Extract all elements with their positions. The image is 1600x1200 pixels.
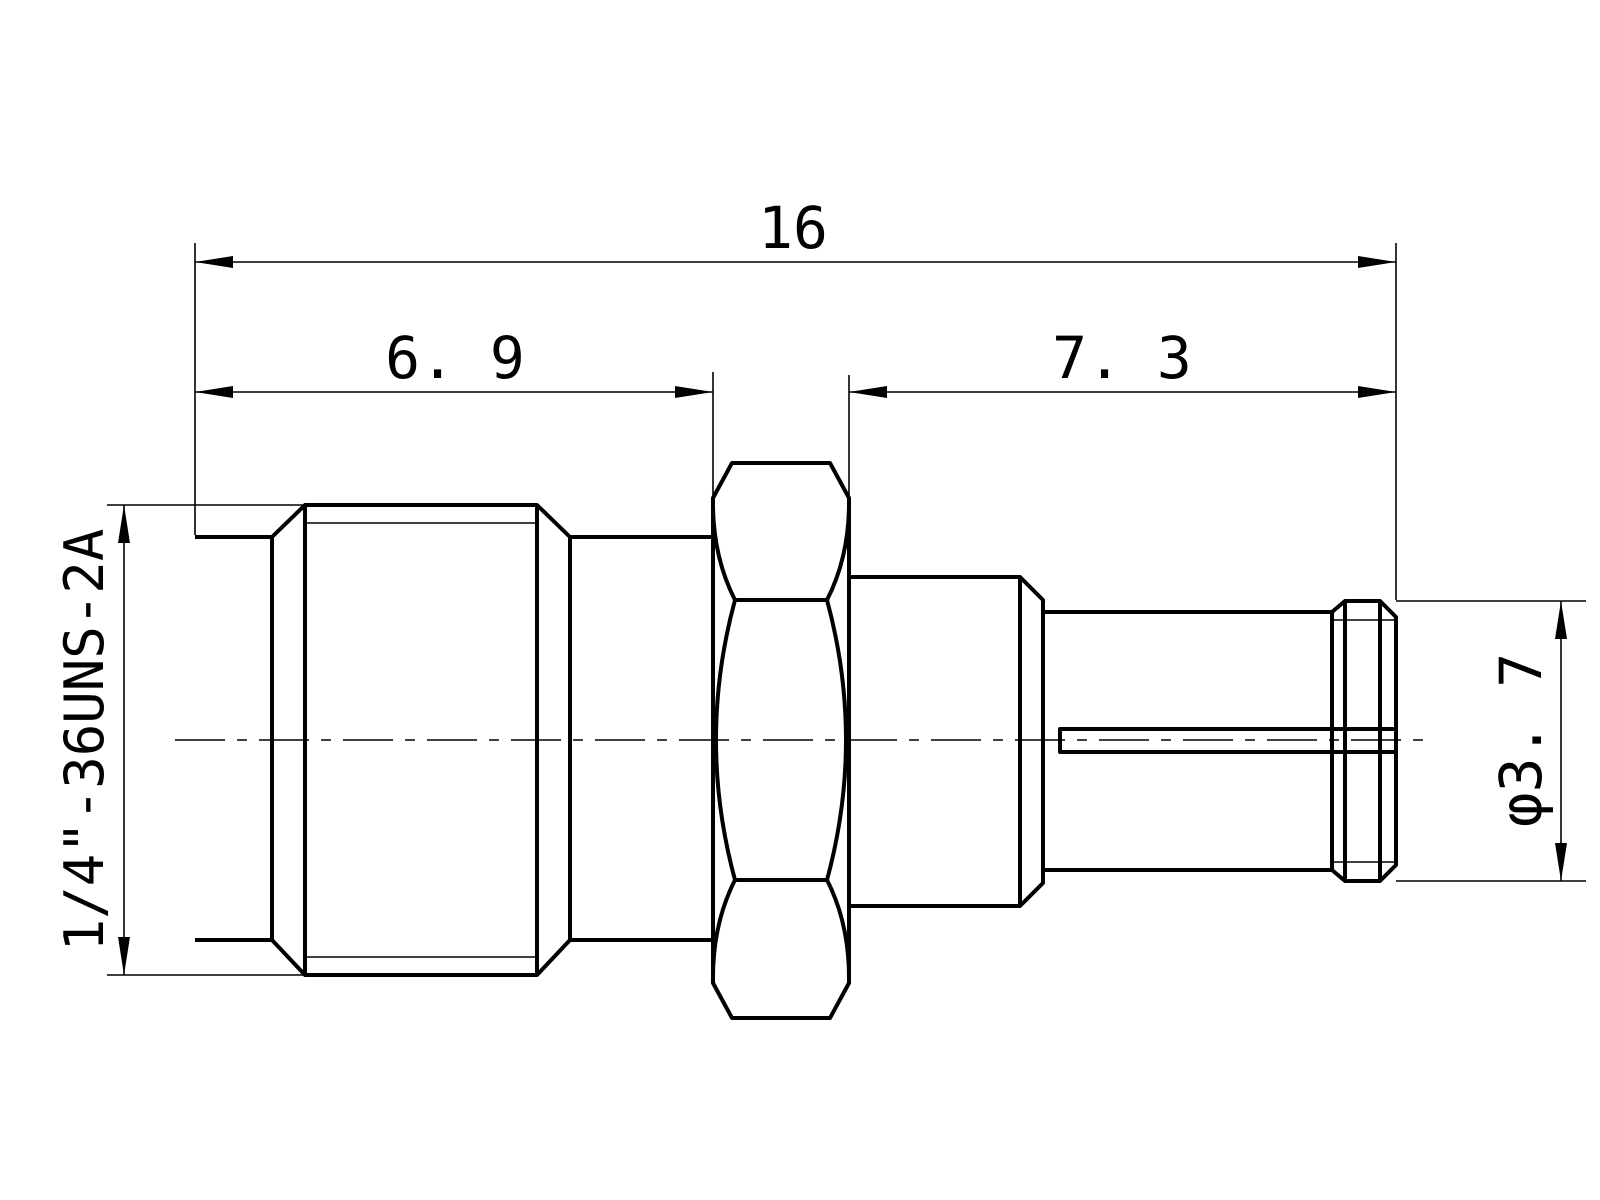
thread-spec-label: 1/4"-36UNS-2A <box>53 529 116 952</box>
tail-sleeve <box>1043 599 1398 883</box>
tail-diameter-label: φ3. 7 <box>1487 653 1555 828</box>
extension-lines <box>107 243 1586 976</box>
overall-length-label: 16 <box>758 194 828 262</box>
threaded-body <box>195 503 713 977</box>
dimension-lines <box>118 256 1567 975</box>
center-pin <box>1058 727 1396 754</box>
hex-nut <box>710 461 852 1020</box>
front-length-label: 6. 9 <box>385 324 525 392</box>
rear-length-label: 7. 3 <box>1052 324 1192 392</box>
rear-body <box>849 575 1045 908</box>
